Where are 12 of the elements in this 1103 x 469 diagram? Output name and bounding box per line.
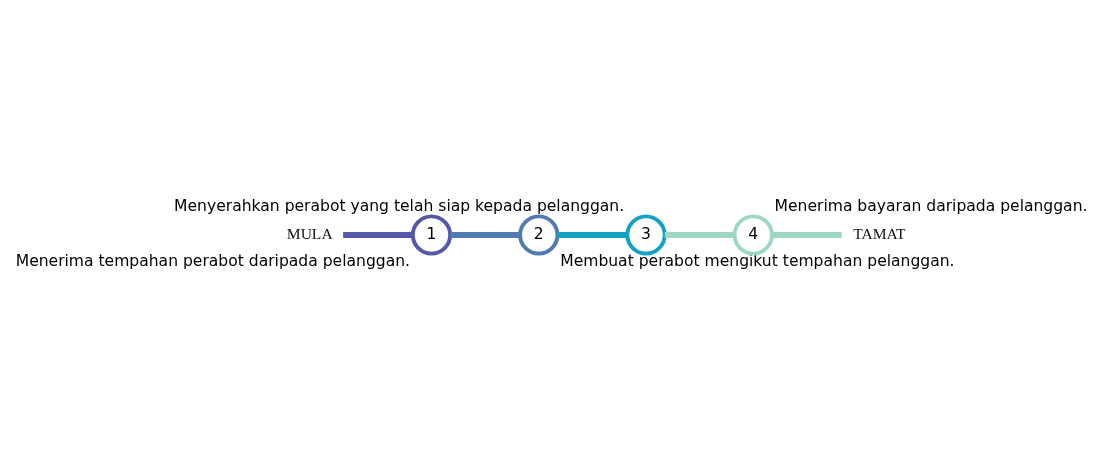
node-label: Menyerahkan perabot yang telah siap kepada pelanggan. [174,196,625,215]
node-circle: 2 [518,213,560,256]
node-text: TAMAT [853,224,906,242]
connector [343,231,413,238]
connector [772,231,842,238]
connector [557,231,628,238]
node-text: MULA [286,224,333,242]
node-circle: 1 [410,213,453,256]
node-label: Menerima bayaran daripada pelanggan. [774,196,1088,215]
node-label: Menerima tempahan perabot daripada pelanggan. [15,251,411,270]
connector [450,231,520,238]
connector [664,231,735,238]
